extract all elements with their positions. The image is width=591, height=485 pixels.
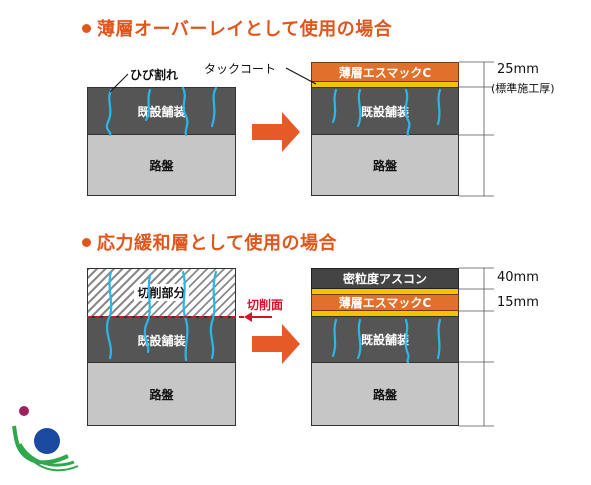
subgrade-label: 路盤 [372, 387, 397, 402]
tack-leader-line [285, 67, 317, 85]
process-arrow-icon [252, 324, 300, 364]
dimension-40mm: 40mm [497, 270, 539, 285]
crack-leader-line [109, 73, 129, 93]
company-logo-icon [12, 406, 79, 472]
existing-pavement-label: 既設舗装 [360, 104, 409, 119]
subgrade-before-1: 路盤 [87, 134, 236, 196]
dimension-lines-2 [459, 267, 494, 427]
section2-heading: 応力緩和層として使用の場合 [82, 229, 337, 255]
thin-layer-label: 薄層エスマックC [338, 296, 432, 310]
thin-layer-2: 薄層エスマックC [311, 294, 459, 311]
bullet-icon [82, 24, 91, 33]
dimension-lines-1 [459, 61, 494, 197]
existing-pavement-before-1: 既設舗装 [87, 87, 236, 135]
process-arrow-icon [252, 112, 300, 152]
existing-pavement-label: 既設舗装 [360, 333, 409, 347]
dimension-note: (標準施工厚) [491, 82, 555, 95]
tack-coat-layer-2b [311, 311, 459, 316]
subgrade-after-2: 路盤 [311, 362, 459, 426]
subgrade-before-2: 路盤 [87, 362, 236, 426]
dimension-25mm: 25mm [497, 62, 539, 77]
tack-coat-layer-1 [311, 82, 459, 87]
existing-pavement-label: 既設舗装 [137, 333, 186, 348]
bullet-icon [82, 238, 91, 247]
tack-coat-layer-2a [311, 289, 459, 294]
tack-coat-label: タックコート [204, 62, 277, 76]
crack-label: ひび割れ [130, 68, 179, 82]
thin-layer-1: 薄層エスマックC [311, 62, 459, 82]
crack-lines [105, 86, 442, 364]
cut-surface-label: 切削面 [247, 298, 284, 312]
dense-asphalt-label: 密粒度アスコン [342, 272, 427, 286]
dimension-15mm: 15mm [497, 295, 539, 310]
cut-arrow-icon [244, 312, 272, 322]
dense-asphalt-layer: 密粒度アスコン [311, 268, 459, 289]
subgrade-label: 路盤 [149, 158, 174, 173]
section1-heading: 薄層オーバーレイとして使用の場合 [82, 15, 392, 41]
thin-layer-label: 薄層エスマックC [338, 65, 432, 80]
section1-heading-text: 薄層オーバーレイとして使用の場合 [97, 19, 393, 40]
subgrade-label: 路盤 [372, 158, 397, 173]
subgrade-after-1: 路盤 [311, 134, 459, 196]
subgrade-label: 路盤 [149, 387, 174, 402]
section2-heading-text: 応力緩和層として使用の場合 [97, 233, 337, 254]
